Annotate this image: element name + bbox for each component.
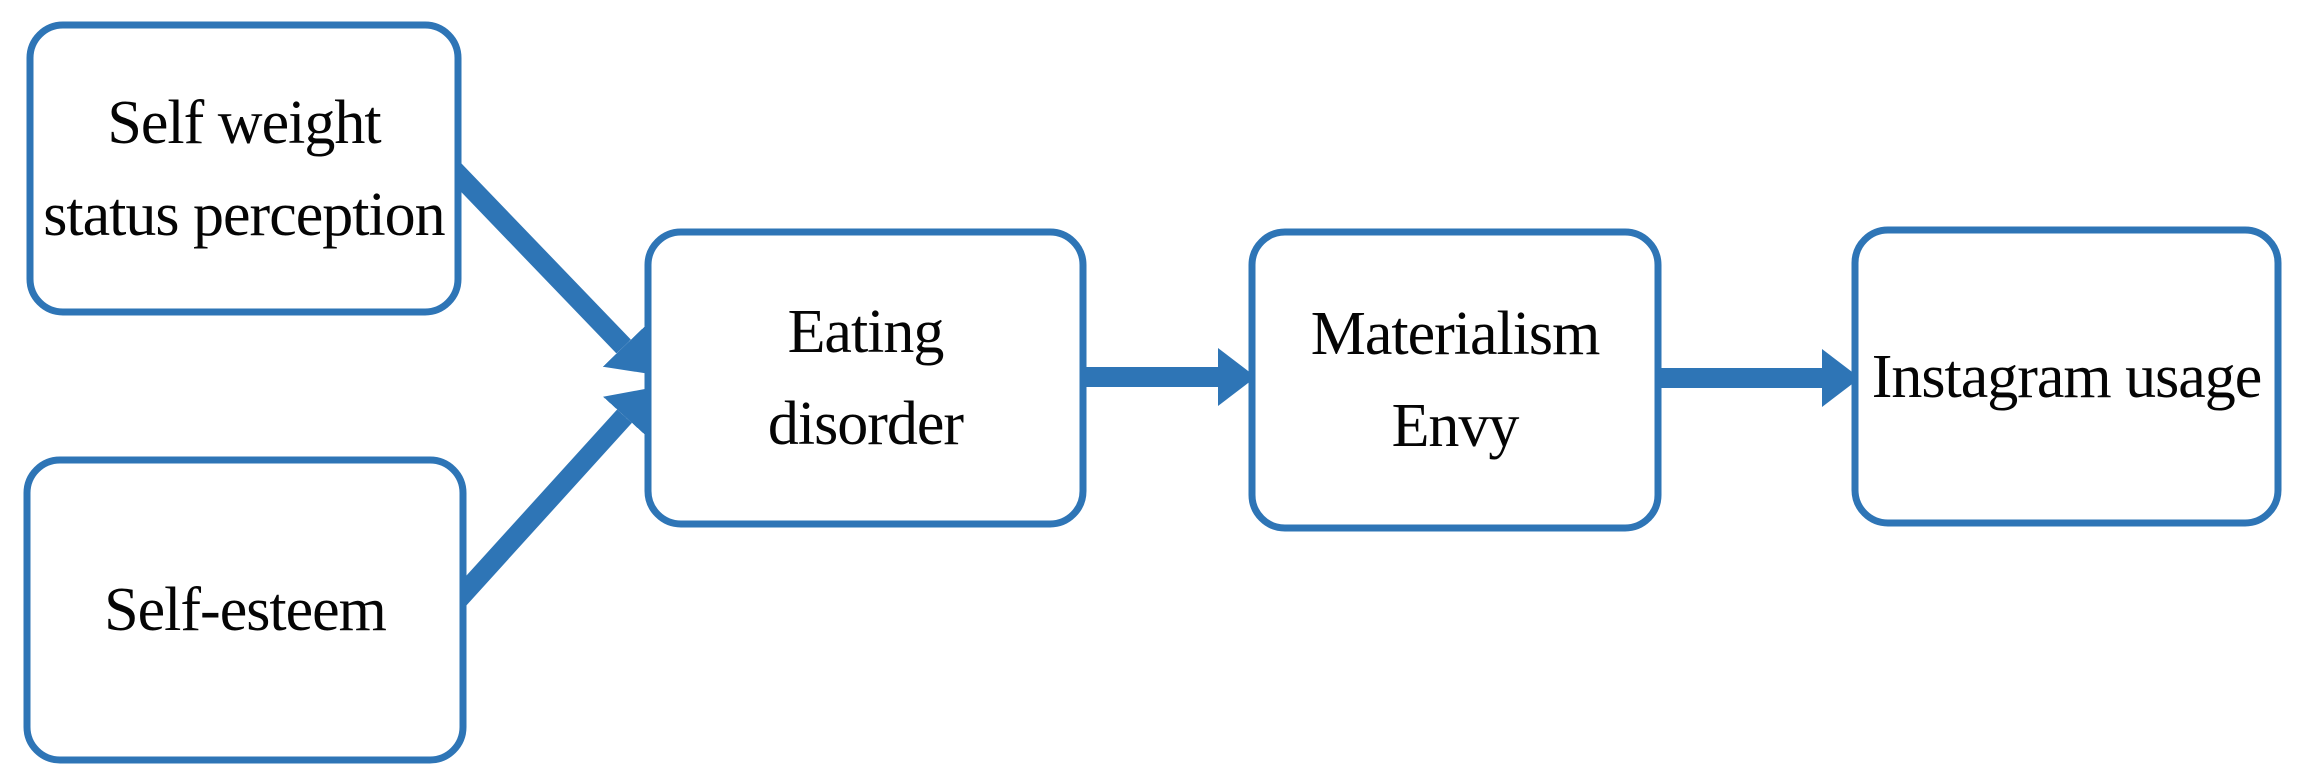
edge-self-esteem-to-eating-disorder bbox=[448, 388, 651, 609]
node-box-eating-disorder bbox=[644, 228, 1087, 528]
edge-self-weight-to-eating-disorder bbox=[444, 161, 651, 374]
node-box-self-esteem bbox=[23, 456, 467, 764]
node-box-instagram-usage bbox=[1851, 226, 2282, 527]
node-box-materialism-envy bbox=[1248, 228, 1662, 532]
node-box-self-weight-status-perception bbox=[26, 21, 462, 316]
